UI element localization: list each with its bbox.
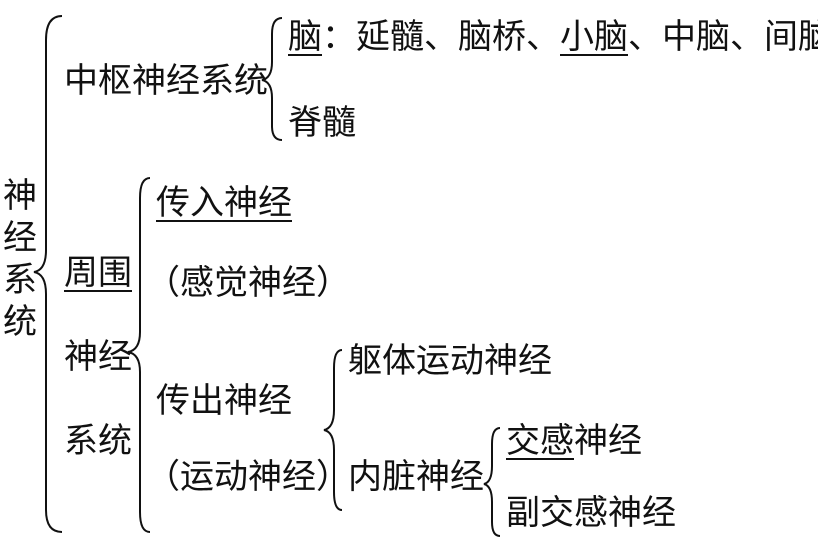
afferent-nerve-label: 传入神经 xyxy=(156,183,292,223)
root-label: 神经系统 xyxy=(2,175,38,343)
cns-label: 中枢神经系统 xyxy=(64,61,268,101)
brain-separator: 、 xyxy=(628,17,662,57)
afferent-nerve-alias: （感觉神经） xyxy=(146,263,350,303)
pns-label-line3: 系统 xyxy=(64,421,132,461)
brain-part-medulla: 延髓 xyxy=(356,17,424,57)
brain-label: 脑 xyxy=(288,17,322,57)
brain-separator: 、 xyxy=(526,17,560,57)
pns-label-line2: 神经 xyxy=(64,337,132,377)
brain-separator: 、 xyxy=(424,17,458,57)
sympathetic-rest: 神经 xyxy=(574,421,642,461)
brain-part-midbrain: 中脑 xyxy=(662,17,730,57)
brain-separator: 、 xyxy=(730,17,764,57)
pns-label-line1: 周围 xyxy=(64,253,132,293)
brain-part-cerebellum: 小脑 xyxy=(560,17,628,57)
cns-brace xyxy=(261,17,283,141)
parasympathetic-nerve-label: 副交感神经 xyxy=(506,493,676,533)
brain-part-diencephalon: 间脑 xyxy=(764,17,818,57)
root-brace xyxy=(33,15,63,533)
spinal-cord-label: 脊髓 xyxy=(288,103,356,143)
somatic-motor-nerve-label: 躯体运动神经 xyxy=(348,341,552,381)
pns-brace xyxy=(127,177,151,533)
sympathetic-nerve-label: 交感神经 xyxy=(506,424,642,458)
efferent-nerve-alias: （运动神经） xyxy=(146,457,350,497)
brain-line: 脑：延髓、脑桥、小脑、中脑、间脑、大脑 xyxy=(288,20,818,54)
visceral-brace xyxy=(483,427,501,537)
brain-colon: ： xyxy=(322,17,356,57)
efferent-brace xyxy=(323,349,343,511)
sympathetic-underlined: 交感 xyxy=(506,421,574,461)
brain-part-pons: 脑桥 xyxy=(458,17,526,57)
root-label-text: 神经系统 xyxy=(3,176,37,342)
efferent-nerve-label: 传出神经 xyxy=(156,381,292,421)
visceral-nerve-label: 内脏神经 xyxy=(348,457,484,497)
